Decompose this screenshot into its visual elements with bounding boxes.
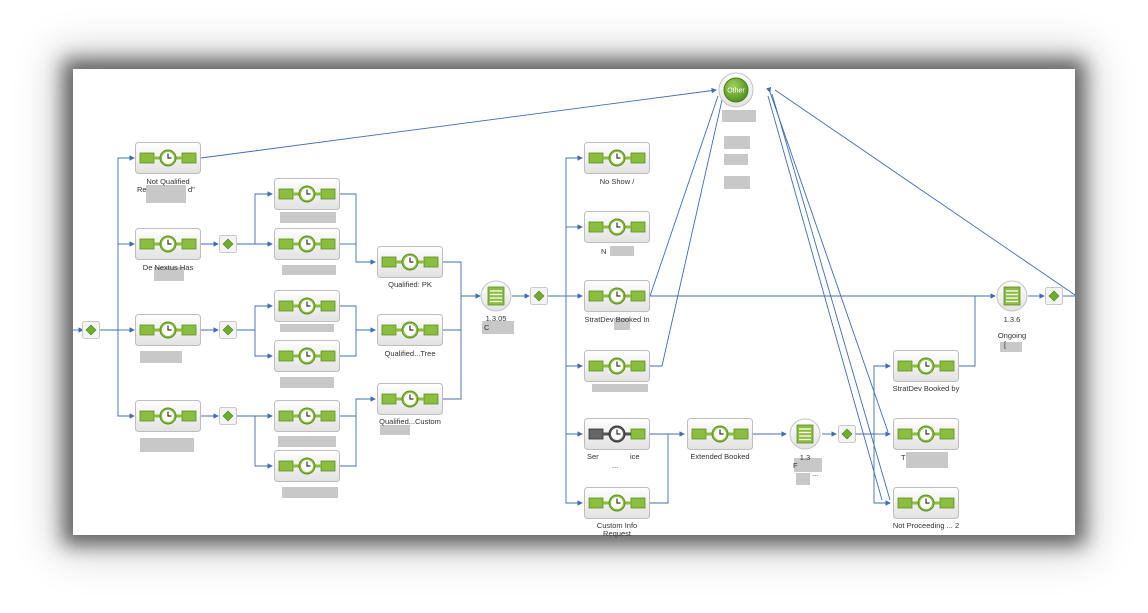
label-strategy-booked: StratDev Booked In	[584, 315, 649, 324]
task-node-qualified-tree[interactable]	[377, 314, 443, 346]
task-node-custom-info[interactable]	[584, 487, 650, 519]
task-node[interactable]	[584, 211, 650, 243]
gateway-diamond-icon[interactable]	[82, 321, 100, 339]
task-node[interactable]	[274, 400, 340, 432]
redacted-labels	[140, 110, 1022, 498]
task-node-not-proceeding[interactable]	[893, 487, 959, 519]
label-not-qualified-tail: d"	[188, 185, 195, 194]
label-t: T	[901, 453, 906, 462]
label-not-qualified: Not Qualified	[146, 177, 189, 186]
node-labels: Not Qualified Re d" De Nextus Has Qualif…	[137, 177, 1026, 538]
label-service-tail: ice	[630, 452, 640, 461]
label-custom-info: Custom Info	[597, 521, 637, 530]
other-node[interactable]: Other	[718, 72, 754, 108]
label-custom-info-line2: Request	[603, 529, 632, 538]
label-strategy-booked-2: StratDev Booked by	[893, 384, 960, 393]
task-node-qualified-pk[interactable]	[377, 246, 443, 278]
gateway-diamond-icon[interactable]	[1045, 287, 1063, 305]
task-node-strategy-booked[interactable]	[584, 280, 650, 312]
label-step-135: 1.3.05	[486, 314, 507, 323]
label-step-135-b: C	[484, 323, 490, 332]
document-list-icon[interactable]	[996, 280, 1028, 312]
task-node[interactable]	[135, 400, 201, 432]
label-qualified-tree: Qualified...Tree	[385, 349, 436, 358]
task-node[interactable]	[274, 290, 340, 322]
task-nodes	[135, 142, 959, 519]
task-node[interactable]	[135, 314, 201, 346]
task-node[interactable]	[584, 350, 650, 382]
gateway-diamond-icon[interactable]	[219, 235, 237, 253]
other-node-label: Other	[727, 88, 745, 95]
label-n: N	[601, 247, 606, 256]
label-extended: Extended Booked	[690, 452, 749, 461]
task-node-qualified-custom[interactable]	[377, 383, 443, 415]
document-list-icon[interactable]	[789, 418, 821, 450]
label-de-nextus: De Nextus Has	[143, 263, 194, 272]
task-node[interactable]	[274, 340, 340, 372]
label-final-step: 1.3.6	[1004, 315, 1021, 324]
label-no-show: No Show /	[600, 177, 636, 186]
label-qualified-custom: Qualified...Custom	[379, 417, 441, 426]
edges	[73, 86, 1076, 506]
task-node-de-nextus[interactable]	[135, 228, 201, 260]
task-node-service[interactable]	[584, 418, 650, 450]
green-circle-icon	[723, 77, 749, 103]
gateway-diamond-icon[interactable]	[219, 407, 237, 425]
gateways	[82, 235, 1063, 443]
task-node[interactable]	[893, 418, 959, 450]
document-list-icon[interactable]	[480, 280, 512, 312]
label-not-qualified-line2: Re	[137, 185, 147, 194]
task-node[interactable]	[274, 228, 340, 260]
label-not-proceeding: Not Proceeding ... 2	[893, 521, 959, 530]
label-final-step-c: [	[1004, 340, 1007, 349]
task-node-not-qualified[interactable]	[135, 142, 201, 174]
task-node[interactable]	[274, 178, 340, 210]
task-node-extended[interactable]	[687, 418, 753, 450]
gateway-diamond-icon[interactable]	[530, 287, 548, 305]
task-node[interactable]	[274, 450, 340, 482]
label-final-step-b: Ongoing	[998, 331, 1026, 340]
task-node-no-show[interactable]	[584, 142, 650, 174]
gateway-diamond-icon[interactable]	[838, 425, 856, 443]
label-qualified-pk: Qualified: PK	[388, 280, 432, 289]
label-step-13-c: ...	[812, 469, 818, 478]
label-step-13-b: F	[793, 461, 798, 470]
gateway-diamond-icon[interactable]	[219, 321, 237, 339]
label-service-line2: ...	[612, 461, 618, 470]
task-node-strategy-booked-2[interactable]	[893, 350, 959, 382]
label-step-13: 1.3	[800, 453, 810, 462]
label-service: Ser	[587, 452, 599, 461]
